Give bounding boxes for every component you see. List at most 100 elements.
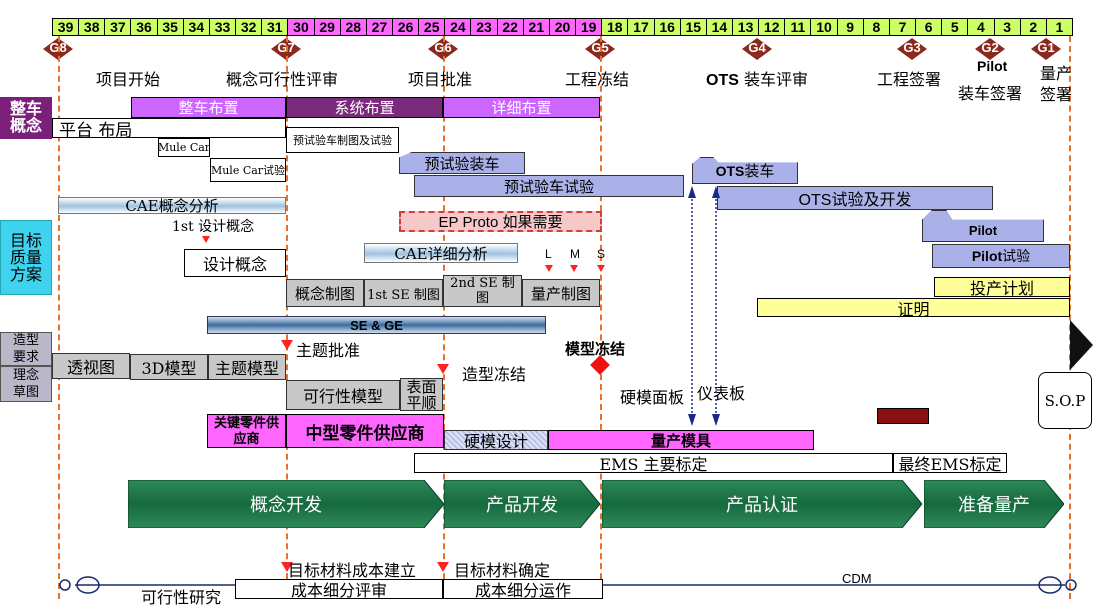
gate-line-g1	[1069, 36, 1071, 599]
week-cell: 26	[392, 18, 420, 36]
week-cell: 30	[287, 18, 315, 36]
bar-pilot-test-rest: 试验	[1002, 248, 1031, 264]
week-cell: 16	[653, 18, 681, 36]
phase-product-dev-label: 产品开发	[486, 495, 558, 516]
marker-styling-freeze	[437, 364, 449, 374]
bar-mule-car-test: Mule Car试验	[210, 158, 286, 182]
bar-second-se-drawing: 2nd SE 制图	[443, 275, 522, 307]
label-model-freeze: 模型冻结	[565, 341, 626, 358]
bar-se-ge: SE & GE	[207, 316, 546, 334]
week-cell: 1	[1045, 18, 1073, 36]
bar-feasibility-model: 可行性模型	[286, 380, 400, 410]
week-cell: 22	[496, 18, 524, 36]
week-cell: 9	[836, 18, 864, 36]
bar-production-drawing: 量产制图	[522, 279, 600, 307]
bar-proof: 证明	[757, 298, 1070, 317]
week-cell: 25	[418, 18, 446, 36]
milestone-mass-prod-1: 量产	[1040, 64, 1073, 83]
marker-design-concept	[202, 236, 210, 243]
week-cell: 6	[915, 18, 943, 36]
bar-cost-breakdown-run: 成本细分运作	[443, 579, 603, 599]
bar-cae-detail: CAE详细分析	[364, 243, 518, 263]
box-sop: S.O.P	[1038, 372, 1092, 429]
label-theme-approval: 主题批准	[296, 341, 361, 360]
bar-ep-proto: EP Proto 如果需要	[399, 211, 602, 232]
gate-g4: G4	[742, 38, 772, 60]
phase-product-dev: 产品开发	[444, 480, 600, 528]
bar-ots-test: OTS试验及开发	[717, 186, 993, 210]
week-cell: 31	[261, 18, 289, 36]
label-styling-freeze: 造型冻结	[462, 365, 527, 384]
label-design-concept-1st: 1st 设计概念	[172, 219, 255, 235]
milestone-concept-review: 概念可行性评审	[226, 70, 339, 89]
bar-cost-breakdown-review: 成本细分评审	[235, 579, 443, 599]
week-cell: 29	[313, 18, 341, 36]
bar-key-supplier: 关键零件供 应商	[207, 414, 286, 448]
week-cell: 14	[705, 18, 733, 36]
week-cell: 23	[470, 18, 498, 36]
bar-3d-model: 3D模型	[130, 354, 208, 380]
label-feasibility-study: 可行性研究	[141, 588, 222, 607]
week-cell: 5	[941, 18, 969, 36]
phase-product-cert-label: 产品认证	[726, 495, 798, 516]
label-vehicle-concept: 整车 概念	[0, 97, 52, 139]
week-cell: 36	[130, 18, 158, 36]
week-cell: 19	[575, 18, 603, 36]
ots-arrows	[688, 186, 720, 426]
week-cell: 17	[627, 18, 655, 36]
marker-m	[570, 265, 578, 272]
week-cell: 20	[548, 18, 577, 36]
week-cell: 35	[156, 18, 184, 36]
bar-proto-test: 预试验车试验	[414, 175, 684, 197]
bar-theme-model: 主题模型	[208, 354, 286, 380]
marker-s	[597, 265, 605, 272]
milestone-ots-review: OTS 装车评审	[706, 66, 808, 90]
gate-label: G1	[1037, 40, 1055, 55]
milestone-pilot-title: Pilot	[977, 58, 1008, 74]
phase-mass-prep: 准备量产	[924, 480, 1064, 528]
bar-mid-supplier: 中型零件供应商	[286, 414, 444, 448]
week-cell: 15	[679, 18, 707, 36]
bar-system-layout: 系统布置	[286, 97, 443, 118]
week-cell: 37	[104, 18, 132, 36]
milestone-engineering-freeze: 工程冻结	[565, 70, 630, 89]
bar-pilot: Pilot	[922, 210, 1044, 242]
gate-label: G2	[981, 40, 999, 55]
bar-platform-layout: 平台 布局	[52, 118, 286, 138]
milestone-ots-rest: 装车评审	[738, 70, 808, 89]
marker-target-cost-set	[281, 562, 293, 572]
phase-concept-dev: 概念开发	[128, 480, 444, 528]
sop-arrow	[1070, 320, 1093, 370]
gate-line-g5	[600, 36, 602, 599]
week-cell: 4	[967, 18, 995, 36]
dark-red-block	[877, 408, 929, 424]
label-target-quality-text: 目标 质量 方案	[9, 231, 42, 284]
week-cell: 11	[784, 18, 812, 36]
bar-concept-drawing: 概念制图	[286, 279, 364, 307]
week-cell: 12	[758, 18, 786, 36]
label-vehicle-concept-text: 整车 概念	[9, 101, 42, 135]
milestone-project-approval: 项目批准	[408, 70, 473, 89]
gate-line-g8	[58, 36, 60, 599]
gate-g2: G2	[975, 38, 1005, 60]
bar-ots-build-ots: OTS	[715, 162, 745, 179]
label-instrument-panel: 仪表板	[697, 384, 746, 403]
marker-l	[545, 265, 553, 272]
label-concept-sketch-text: 理念 草图	[12, 368, 39, 400]
bar-pilot-test-pilot: Pilot	[971, 248, 1003, 264]
week-cell: 38	[78, 18, 106, 36]
bar-proto-build-test: 预试验车制图及试验	[286, 127, 399, 153]
week-cell: 8	[862, 18, 890, 36]
phase-product-cert: 产品认证	[602, 480, 922, 528]
label-concept-sketch: 理念 草图	[0, 366, 52, 402]
bar-ems-final: 最终EMS标定	[893, 453, 1007, 473]
milestone-project-start: 项目开始	[96, 70, 161, 89]
label-target-quality: 目标 质量 方案	[0, 220, 52, 295]
week-cell: 2	[1019, 18, 1047, 36]
week-cell: 32	[235, 18, 263, 36]
phase-concept-dev-label: 概念开发	[250, 495, 322, 516]
milestone-pilot-signoff: 装车签署	[958, 84, 1023, 103]
milestone-ots-label: OTS	[706, 72, 739, 89]
label-l: L	[545, 247, 552, 261]
milestone-engineering-signoff: 工程签署	[877, 70, 942, 89]
